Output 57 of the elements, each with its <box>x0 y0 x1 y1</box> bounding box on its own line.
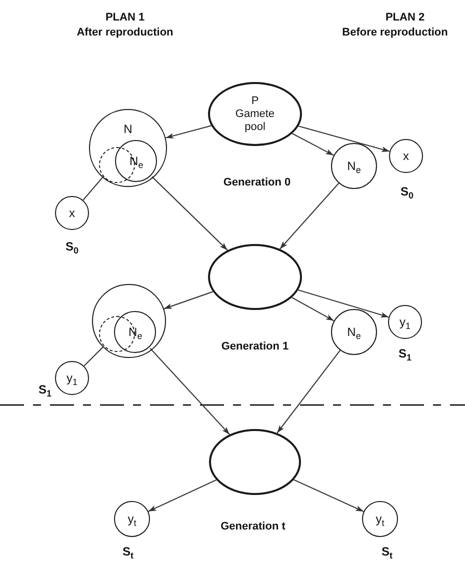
arrow <box>294 479 364 512</box>
node-label: x <box>69 206 75 220</box>
ellipse-node <box>208 244 302 310</box>
sample-label: S$_{1}$ <box>38 384 52 396</box>
circle-node <box>115 140 158 182</box>
dashed-circle <box>99 316 136 352</box>
node-label: y$_{1}$ <box>399 316 410 328</box>
arrow <box>150 348 230 435</box>
node-label: y$_{t}$ <box>128 512 136 526</box>
plan-subtitle: Before reproduction <box>342 26 448 40</box>
circle-node <box>114 311 156 354</box>
sample-label: S$_{0}$ <box>400 186 414 198</box>
circle-node <box>388 305 422 339</box>
node-label: N$_{e}$ <box>130 154 144 168</box>
circle-node <box>331 309 377 355</box>
node-label: P <box>251 94 259 108</box>
ellipse-node <box>208 82 302 146</box>
arrow <box>276 350 341 434</box>
node-label: x <box>403 150 409 162</box>
sample-label: S$_{1}$ <box>398 348 412 360</box>
arrow <box>166 125 212 139</box>
connector-line <box>82 177 103 200</box>
node-label: y$_{1}$ <box>66 372 78 384</box>
arrow <box>148 479 217 512</box>
arrow <box>292 297 334 322</box>
arrow <box>279 182 340 250</box>
circle-node <box>92 284 166 358</box>
arrow <box>292 133 334 156</box>
sample-label: S$_{t}$ <box>382 546 392 558</box>
arrow <box>298 126 390 152</box>
circle-node <box>55 361 89 395</box>
node-label: N$_{e}$ <box>347 326 361 338</box>
plan-heading: PLAN 2 <box>385 12 425 24</box>
dashed-circle <box>99 147 136 184</box>
connector-line <box>84 346 104 366</box>
ellipse-node <box>209 429 301 495</box>
generation-label: Generation 0 <box>223 176 291 190</box>
generation-label: Generation 1 <box>221 340 289 354</box>
node-label: y$_{t}$ <box>376 512 384 526</box>
generation-label: Generation t <box>220 520 286 534</box>
node-label: N$_{e}$ <box>347 160 361 172</box>
arrow <box>298 289 389 318</box>
arrow <box>152 176 228 251</box>
node-label: Gamete pool <box>234 108 276 134</box>
circle-node <box>55 196 89 230</box>
circle-node <box>362 501 398 537</box>
sample-label: S$_{t}$ <box>122 546 134 558</box>
plan-subtitle: After reproduction <box>76 26 174 40</box>
node-label: N$_{e}$ <box>128 326 142 339</box>
circle-node <box>114 501 150 537</box>
circle-node <box>389 139 423 173</box>
circle-node <box>89 109 167 187</box>
sample-label: S$_{0}$ <box>65 240 79 254</box>
arrow <box>164 291 214 310</box>
circle-node <box>331 143 377 189</box>
node-label: N <box>124 123 132 136</box>
plan-heading: PLAN 1 <box>105 12 145 24</box>
